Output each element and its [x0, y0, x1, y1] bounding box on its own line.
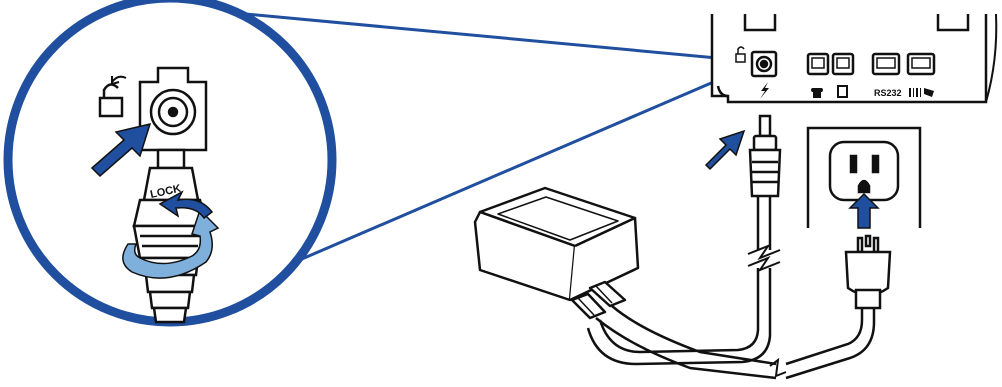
zoom-power-jack [138, 66, 208, 152]
barcode-scanner-icon [909, 88, 934, 97]
terminal-back-panel [710, 13, 998, 104]
barrel-plug-right [748, 114, 782, 198]
ac-plug [844, 234, 892, 310]
power-bolt-icon [760, 82, 769, 99]
rs232-port [871, 52, 901, 76]
dc-cable [586, 196, 781, 366]
barcode-port [906, 52, 936, 76]
unlock-icon [98, 75, 127, 118]
phone-icon [811, 88, 823, 98]
device-unlock-icon [735, 46, 746, 63]
ac-cable [595, 300, 876, 380]
wall-outlet [806, 126, 922, 228]
handset-icon [837, 85, 848, 98]
phone-port-2 [831, 52, 855, 76]
power-adapter [473, 186, 640, 320]
rs232-label: RS232 [874, 88, 902, 98]
phone-port-1 [806, 52, 830, 76]
callout-lines [181, 6, 761, 285]
zoom-barrel-plug [132, 148, 208, 324]
zoom-insert-arrow [90, 122, 152, 178]
rotate-lock-arrow [122, 190, 220, 279]
right-insert-arrow [704, 129, 746, 171]
outlet-insert-arrow [848, 192, 880, 229]
device-power-jack [750, 50, 778, 78]
